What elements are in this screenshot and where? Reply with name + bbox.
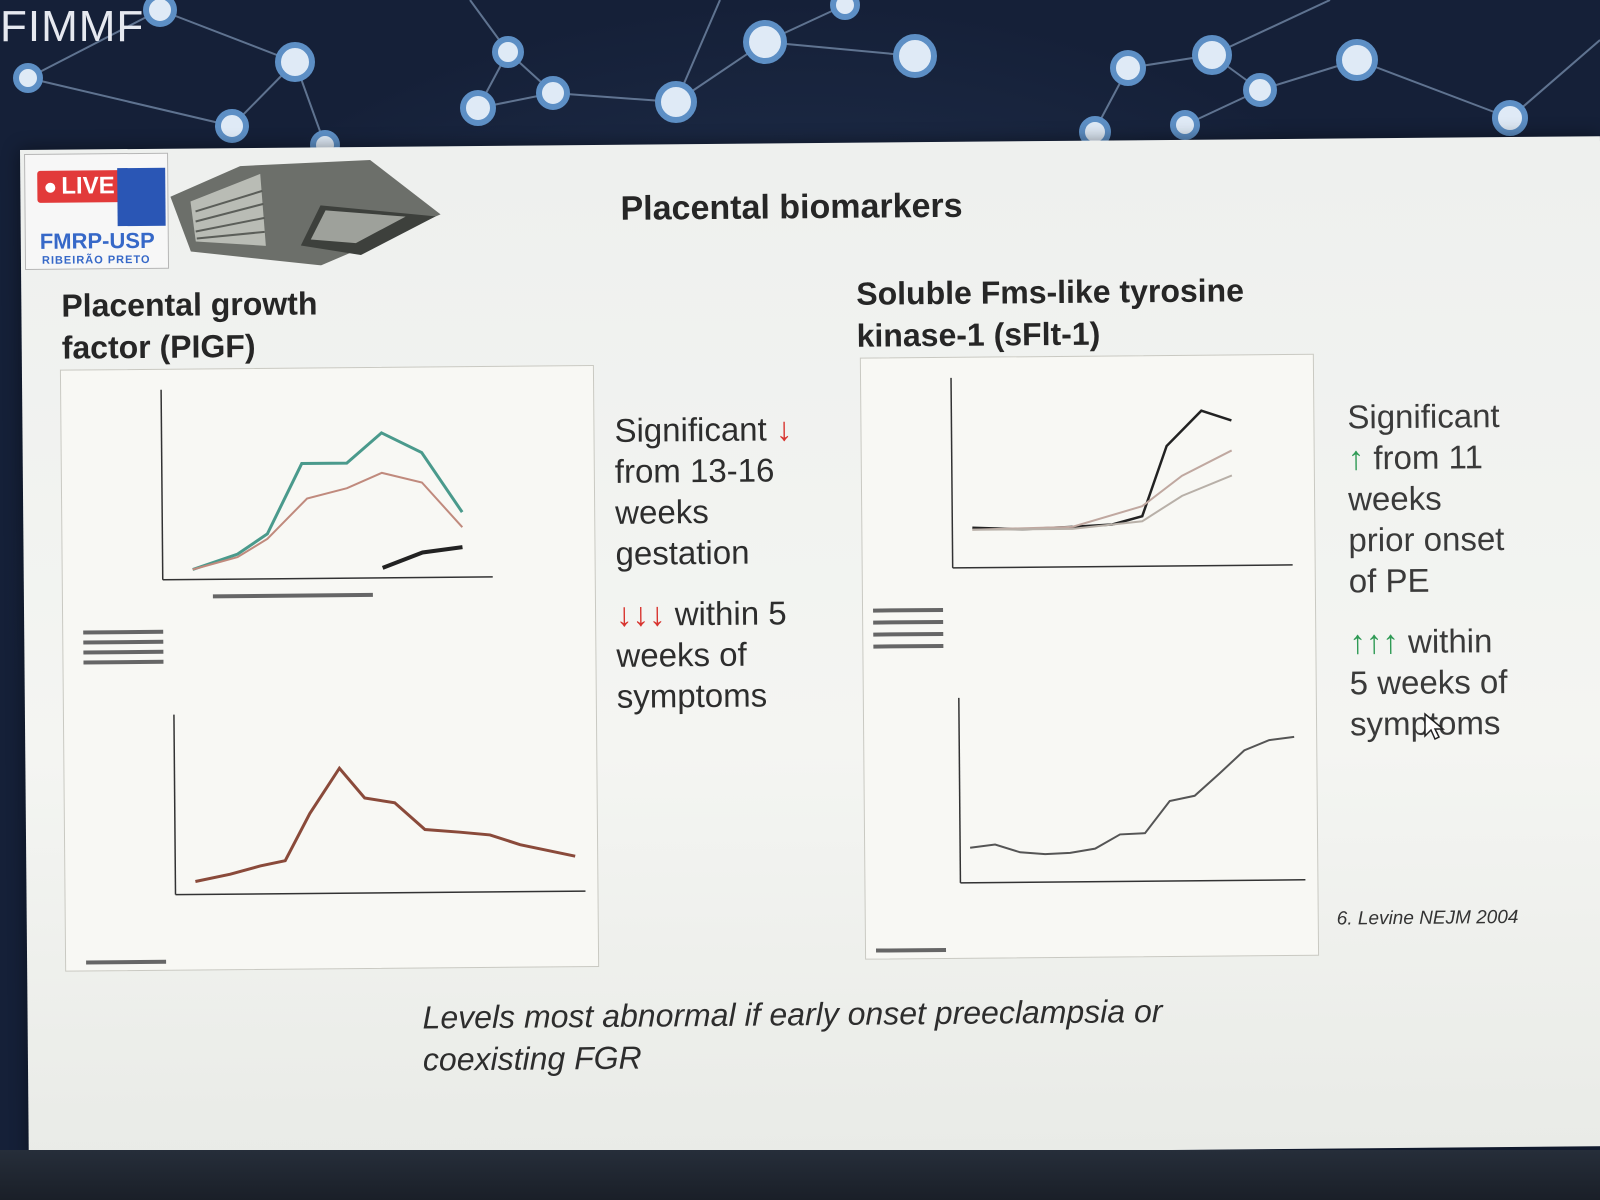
slide-title: Placental biomarkers bbox=[620, 186, 963, 228]
bottom-note: Levels most abnormal if early onset pree… bbox=[422, 993, 1163, 1078]
triple-up-arrow-icon: ↑↑↑ bbox=[1349, 622, 1400, 661]
logo-name: FMRP-USP bbox=[39, 227, 155, 254]
pigf-heading: Placental growth factor (PIGF) bbox=[61, 285, 318, 366]
sflt1-figure-art bbox=[873, 377, 1306, 953]
logo-mark-icon bbox=[117, 167, 166, 227]
presentation-slide: LIVE FMRP-USP RIBEIRÃO PRETO Placental b… bbox=[20, 136, 1600, 1160]
live-badge: LIVE bbox=[37, 170, 123, 203]
pigf-findings: Significant ↓ from 13-16 weeks gestation… bbox=[614, 410, 793, 715]
sflt1-heading: Soluble Fms-like tyrosine kinase-1 (sFlt… bbox=[856, 272, 1245, 354]
up-arrow-icon: ↑ bbox=[1347, 439, 1365, 477]
fmrp-logo: LIVE FMRP-USP RIBEIRÃO PRETO bbox=[24, 152, 170, 270]
pigf-figure-art bbox=[83, 389, 586, 965]
sflt1-findings: Significant ↑ from 11 weeks prior onset … bbox=[1347, 397, 1508, 742]
pigf-figure bbox=[59, 365, 600, 972]
mouse-cursor-icon bbox=[1424, 712, 1446, 741]
sflt1-figure bbox=[859, 353, 1320, 960]
monitor-bezel bbox=[0, 1150, 1600, 1200]
brand-label: FIMMF bbox=[0, 2, 145, 51]
building-photo-icon bbox=[170, 159, 441, 266]
down-arrow-icon: ↓ bbox=[775, 410, 793, 448]
live-dot-icon bbox=[45, 182, 56, 193]
reference: 6. Levine NEJM 2004 bbox=[1336, 906, 1519, 930]
logo-subtitle: RIBEIRÃO PRETO bbox=[41, 253, 151, 267]
triple-down-arrow-icon: ↓↓↓ bbox=[615, 595, 666, 633]
